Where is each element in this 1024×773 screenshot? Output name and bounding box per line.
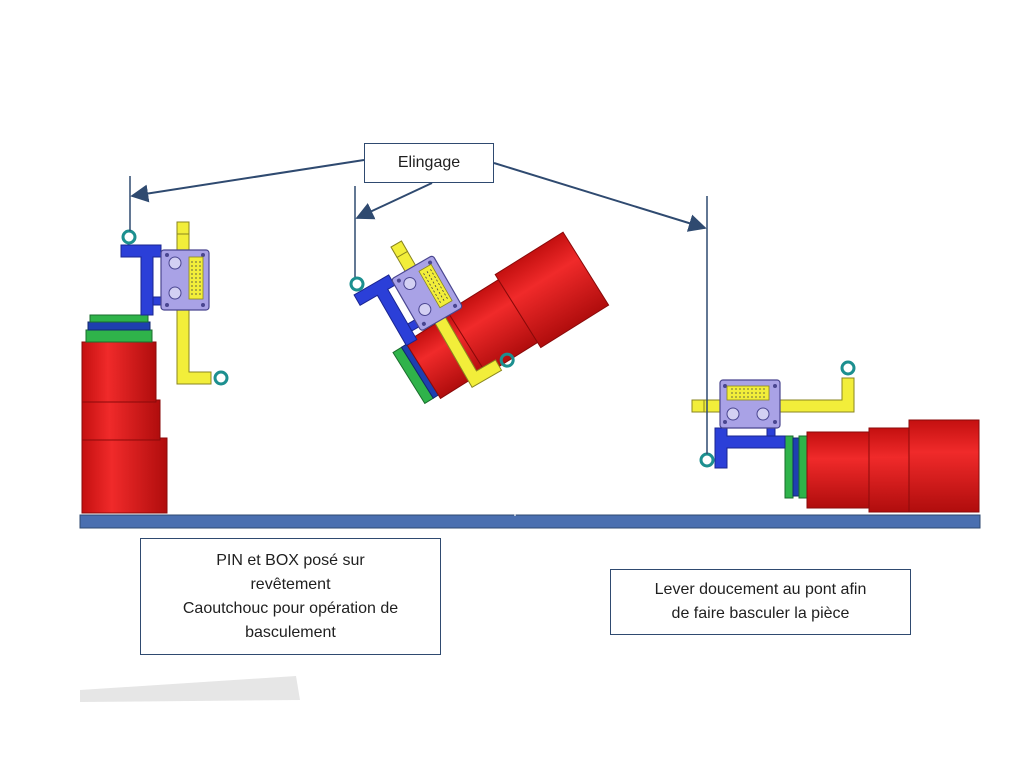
lever-caption-line-2: de faire basculer la pièce xyxy=(671,605,850,622)
tubular-upright xyxy=(81,314,168,514)
elingage-arrow-2 xyxy=(355,182,433,220)
tubular-tilting xyxy=(392,231,610,405)
floor-rubber-lining xyxy=(79,514,981,529)
elingage-arrow-3 xyxy=(493,162,707,232)
lever-caption-line-1: Lever doucement au pont afin xyxy=(654,581,867,598)
pin-box-caption: PIN et BOX posé sur revêtement Caoutchou… xyxy=(140,538,441,655)
pin-box-caption-line-1: PIN et BOX posé sur xyxy=(216,551,365,569)
pin-box-caption-line-2: revêtement xyxy=(250,575,331,593)
pin-box-caption-line-3: Caoutchouc pour opération de xyxy=(182,599,399,617)
elingage-label: Elingage xyxy=(364,143,494,183)
pin-box-caption-line-4: basculement xyxy=(245,623,336,641)
elingage-label-text: Elingage xyxy=(397,154,461,171)
lever-caption: Lever doucement au pont afin de faire ba… xyxy=(610,569,911,635)
elingage-arrow-1 xyxy=(130,159,365,203)
tubular-horizontal xyxy=(784,419,980,513)
page-curl-shadow xyxy=(80,676,300,702)
